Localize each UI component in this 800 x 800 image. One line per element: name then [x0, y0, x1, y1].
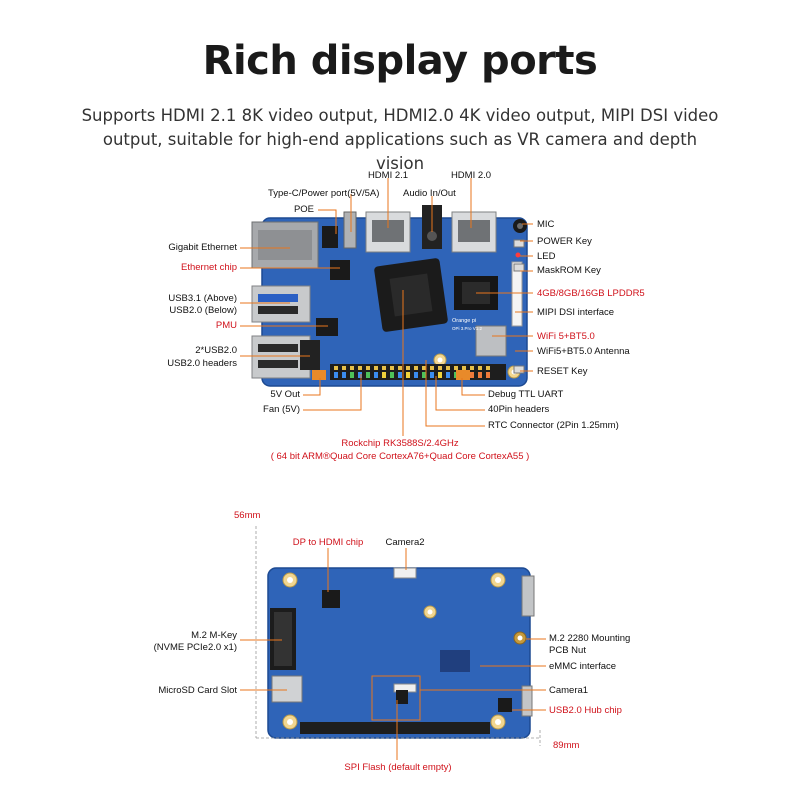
silk-model: OPi 3.Pro V1.2 — [452, 326, 483, 331]
label-typec: Type-C/Power port(5V/5A) — [268, 188, 380, 199]
label-led: LED — [537, 251, 556, 262]
label-m2-key: M.2 M-Key — [191, 630, 237, 641]
label-m2-nvme: (NVME PCIe2.0 x1) — [153, 642, 237, 653]
label-usb31: USB3.1 (Above) — [168, 293, 237, 304]
label-rtc: RTC Connector (2Pin 1.25mm) — [488, 420, 619, 431]
label-m2-mounting: M.2 2280 Mounting — [549, 633, 631, 644]
label-2-usb20: 2*USB2.0 — [195, 345, 237, 356]
label-spi-flash: SPI Flash (default empty) — [344, 762, 452, 773]
label-hdmi21: HDMI 2.1 — [367, 170, 409, 181]
label-microsd: MicroSD Card Slot — [158, 685, 237, 696]
silk-brand: Orange pi — [452, 318, 476, 324]
subtitle-line-2: output, suitable for high-end applicatio… — [102, 130, 698, 173]
label-5v-out: 5V Out — [270, 389, 300, 400]
label-reset-key: RESET Key — [537, 366, 588, 377]
label-camera2: Camera2 — [385, 537, 425, 548]
label-usb20-below: USB2.0 (Below) — [169, 305, 237, 316]
bottom-board-image — [267, 567, 535, 739]
label-gigabit-ethernet: Gigabit Ethernet — [168, 242, 237, 253]
label-mic: MIC — [537, 219, 555, 230]
label-poe: POE — [293, 204, 314, 215]
label-wifi-chip: WiFi 5+BT5.0 — [537, 331, 595, 342]
top-leader-lines — [240, 178, 533, 436]
subtitle-line-1: Supports HDMI 2.1 8K video output, HDMI2… — [81, 106, 719, 125]
label-maskrom-key: MaskROM Key — [537, 265, 601, 276]
label-pcb-nut: PCB Nut — [549, 645, 586, 656]
top-board-image: Orange pi OPi 3.Pro V1.2 — [251, 205, 528, 387]
page-title: Rich display ports — [202, 38, 598, 84]
label-power-key: POWER Key — [537, 236, 592, 247]
label-40pin: 40Pin headers — [488, 404, 550, 415]
label-usb20-headers: USB2.0 headers — [167, 358, 237, 369]
label-fan: Fan (5V) — [263, 404, 300, 415]
label-soc: Rockchip RK3588S/2.4GHz — [341, 438, 459, 449]
label-emmc: eMMC interface — [549, 661, 617, 672]
label-camera1: Camera1 — [549, 685, 589, 696]
label-lpddr5: 4GB/8GB/16GB LPDDR5 — [537, 288, 645, 299]
label-mipi-dsi: MIPI DSI interface — [537, 307, 615, 318]
label-ethernet-chip: Ethernet chip — [181, 262, 237, 273]
label-dp-hdmi-chip: DP to HDMI chip — [292, 537, 364, 548]
label-usb20-hub-chip: USB2.0 Hub chip — [549, 705, 622, 716]
label-dim-89mm: 89mm — [553, 740, 580, 751]
label-soc-cores: ( 64 bit ARM®Quad Core CortexA76+Quad Co… — [270, 451, 530, 462]
label-pmu: PMU — [215, 320, 237, 331]
label-hdmi20: HDMI 2.0 — [450, 170, 492, 181]
dimension-lines — [255, 526, 541, 746]
label-dim-56mm: 56mm — [234, 510, 261, 521]
bottom-leader-lines — [240, 548, 546, 760]
label-wifi-antenna: WiFi5+BT5.0 Antenna — [537, 346, 630, 357]
label-audio: Audio In/Out — [403, 188, 456, 199]
label-debug-uart: Debug TTL UART — [488, 389, 564, 400]
